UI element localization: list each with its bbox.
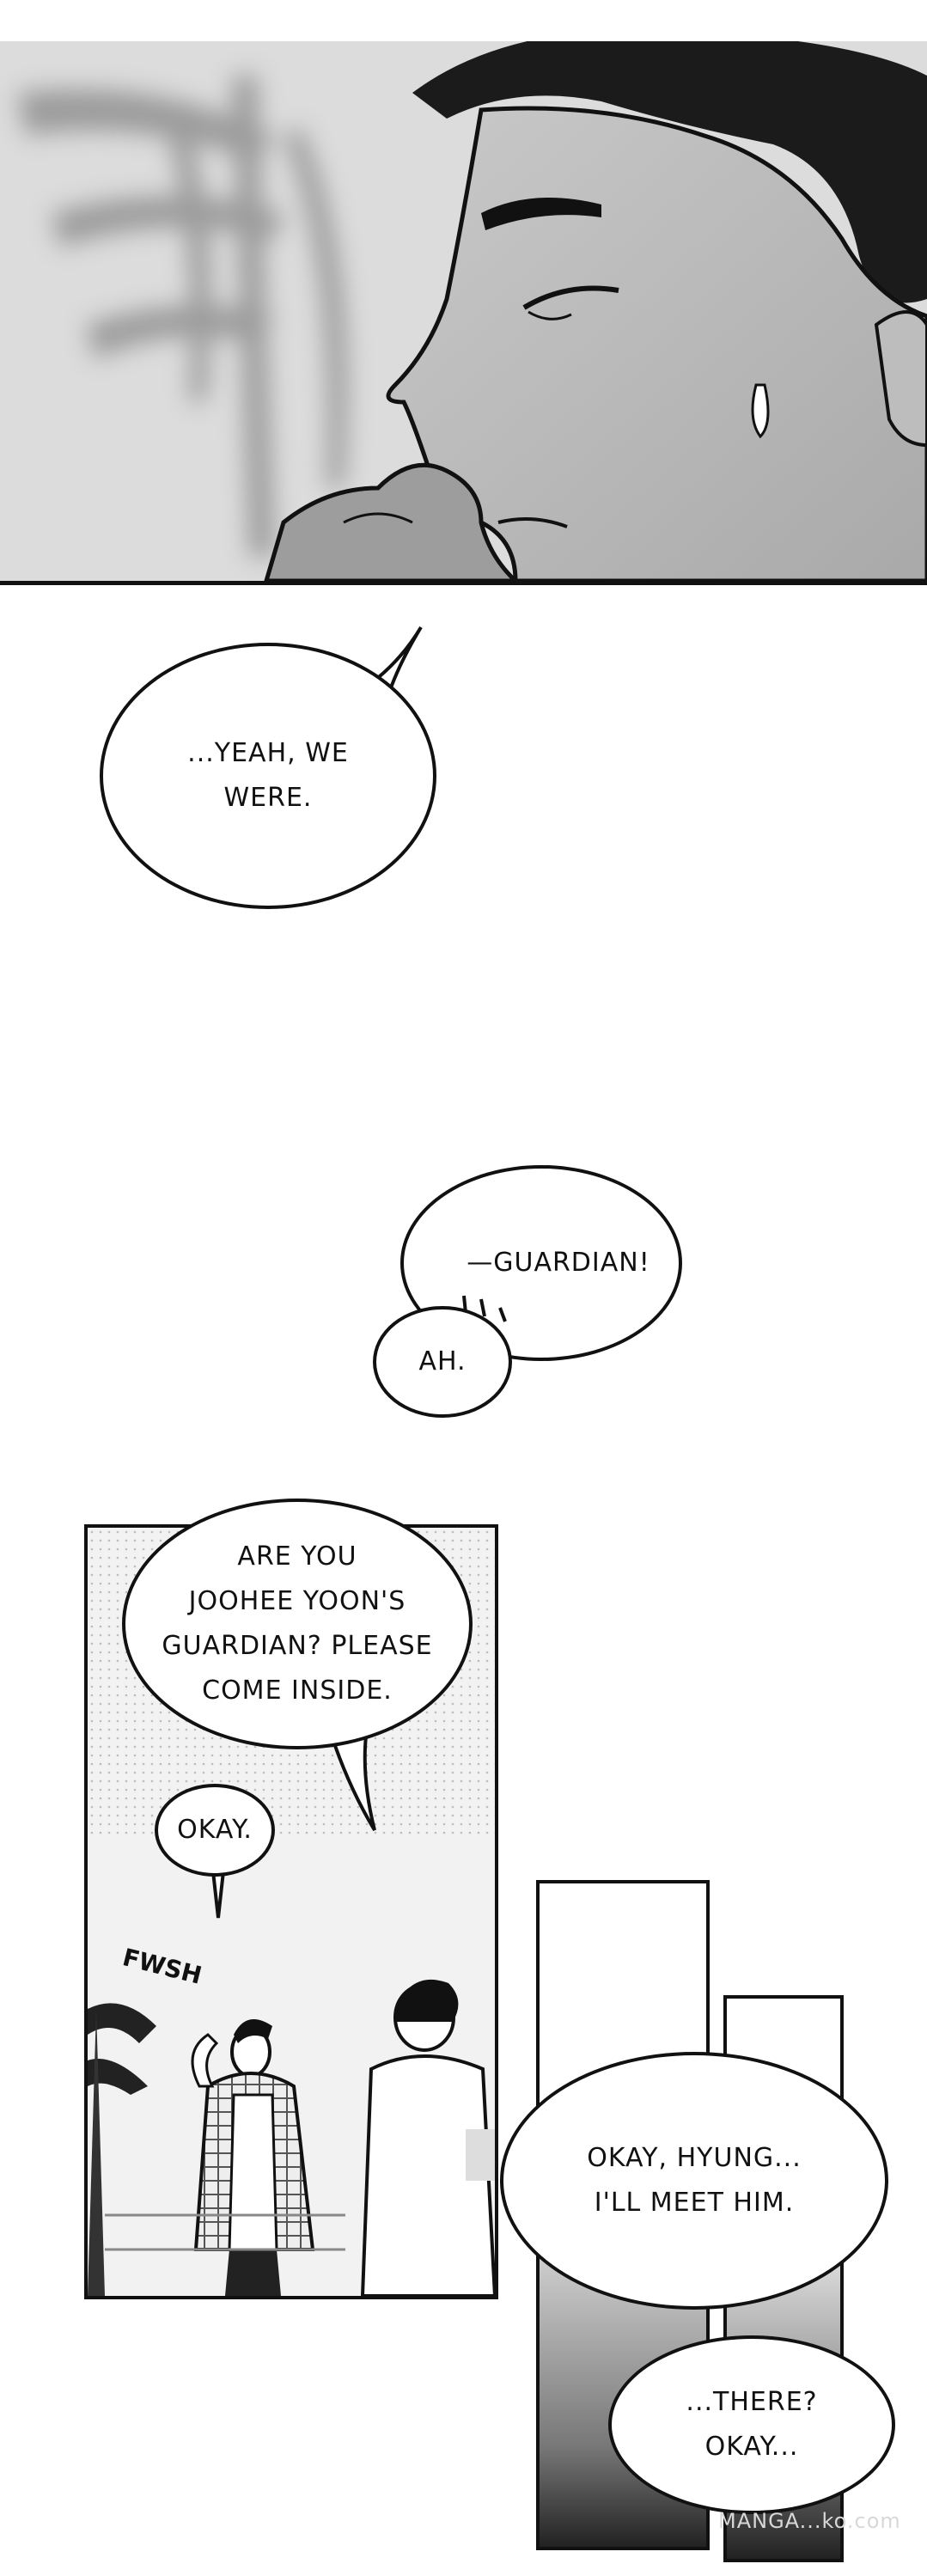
speech-bubble-okay: OKAY. [155,1784,275,1877]
bubble-tail [329,1734,376,1832]
man-profile-art [0,41,927,581]
speech-bubble-okay-hyung: OKAY, HYUNG... I'LL MEET HIM. [500,2052,888,2310]
bubble-text: ARE YOU JOOHEE YOON'S GUARDIAN? PLEASE C… [162,1541,433,1706]
speech-bubble-there: ...THERE? OKAY... [608,2335,895,2514]
speech-bubble-ah: AH. [373,1306,512,1418]
bubble-text: ...YEAH, WE WERE. [187,738,349,813]
bubble-text: ...THERE? OKAY... [686,2387,818,2462]
top-panel [0,41,927,585]
bubble-text: OKAY, HYUNG... I'LL MEET HIM. [587,2143,802,2218]
speech-bubble-yeah: ...YEAH, WE WERE. [100,643,436,909]
bubble-text: AH. [418,1346,467,1377]
watermark: MANGA...ko.com [718,2509,901,2533]
bubble-text: —GUARDIAN! [467,1248,650,1278]
bubble-text: OKAY. [177,1815,253,1845]
speech-bubble-are-you-guardian: ARE YOU JOOHEE YOON'S GUARDIAN? PLEASE C… [122,1499,473,1749]
